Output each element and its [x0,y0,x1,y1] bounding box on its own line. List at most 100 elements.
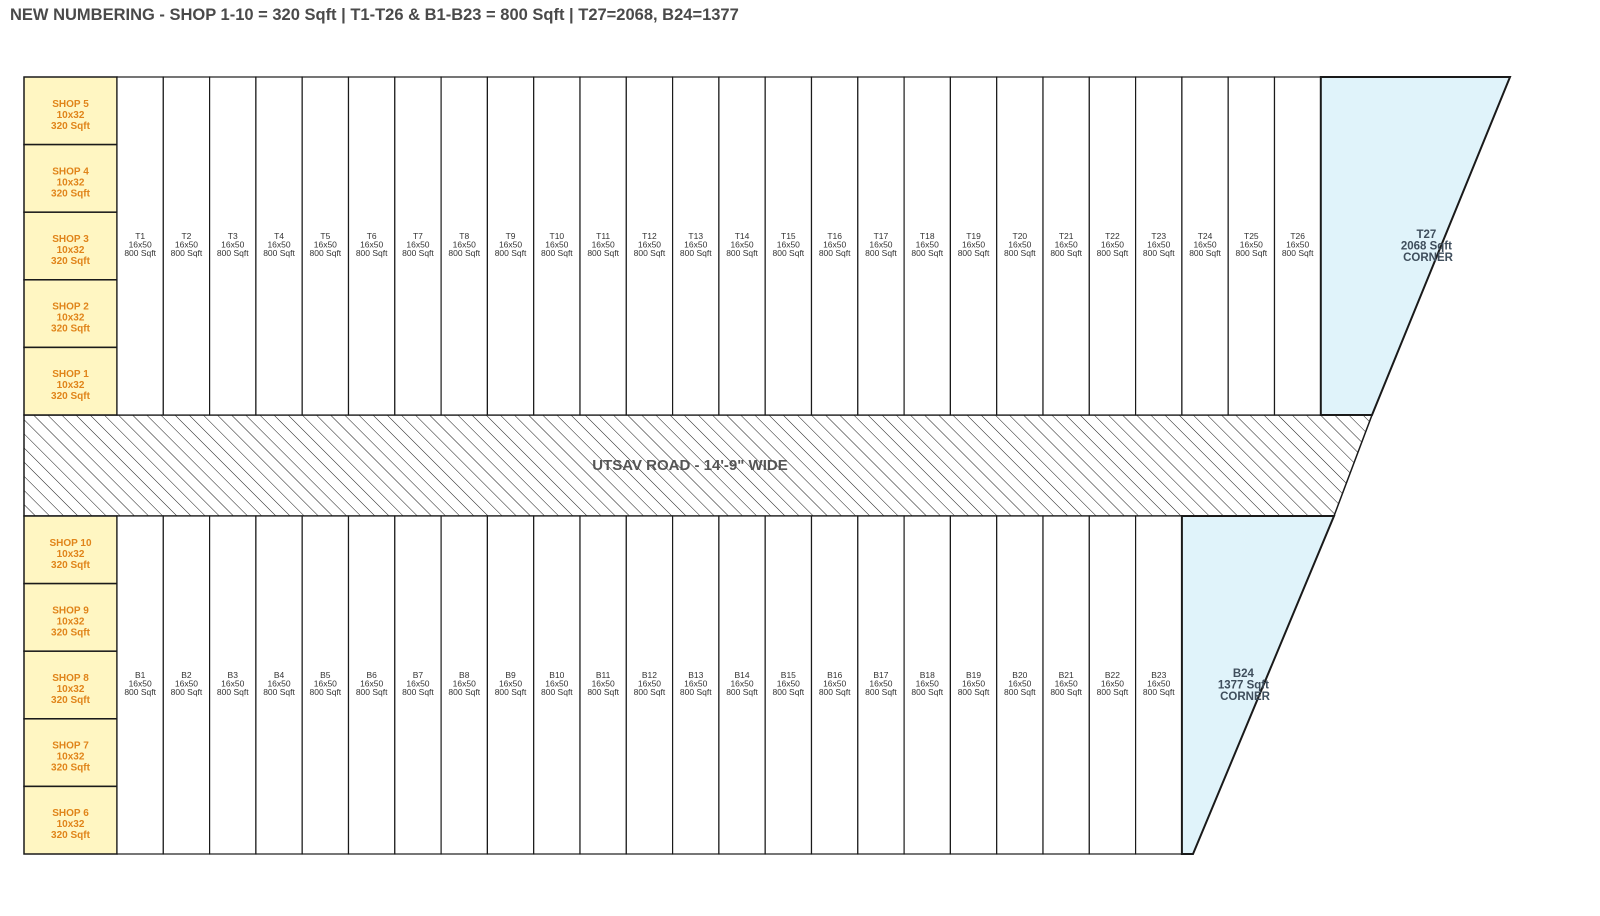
unit-box [162,76,211,416]
unit-area: 800 Sqft [495,248,527,258]
unit-size: 16x50 [314,679,337,689]
unit-box [949,76,998,416]
unit-box [764,76,813,416]
unit-box [486,515,535,855]
shop-area: 320 Sqft [51,256,91,267]
shop-area: 320 Sqft [51,324,91,335]
unit-name: T3 [228,231,238,241]
page-title: NEW NUMBERING - SHOP 1-10 = 320 Sqft | T… [10,6,739,24]
unit-size: 16x50 [221,240,244,250]
unit-size: 16x50 [823,679,846,689]
unit-area: 800 Sqft [263,687,295,697]
unit-box [857,515,905,855]
unit-size: 16x50 [1055,240,1078,250]
unit-name: T24 [1198,231,1213,241]
unit-size: 16x50 [916,240,939,250]
unit-area: 800 Sqft [495,687,527,697]
shop-box [23,346,118,416]
unit-name: B16 [827,670,842,680]
unit-name: B15 [781,670,796,680]
unit-area: 800 Sqft [726,687,758,697]
unit-box [857,76,905,416]
unit-area: 800 Sqft [865,248,897,258]
shop-name: SHOP 8 [52,673,89,684]
unit-area: 800 Sqft [819,248,851,258]
unit-size: 16x50 [360,240,383,250]
unit-name: T1 [135,231,145,241]
shop-name: SHOP 4 [52,166,89,177]
unit-name: T15 [781,231,796,241]
unit-size: 16x50 [777,240,800,250]
unit-box [1134,515,1183,855]
unit-name: T2 [181,231,191,241]
unit-box [486,76,535,416]
shop-name: SHOP 7 [52,741,89,752]
unit-area: 800 Sqft [1004,687,1036,697]
unit-name: T4 [274,231,284,241]
corner-b24-shape [1180,515,1336,855]
shop-size: 10x32 [57,177,85,188]
unit-box [996,76,1044,416]
unit-name: T7 [413,231,423,241]
unit-size: 16x50 [453,679,476,689]
shop-size: 10x32 [57,245,85,256]
unit-area: 800 Sqft [958,687,990,697]
unit-box [301,76,350,416]
shop-name: SHOP 6 [52,808,89,819]
corner-b24-note: CORNER [1220,691,1271,703]
unit-size: 16x50 [453,240,476,250]
unit-box [255,515,303,855]
unit-size: 16x50 [175,240,198,250]
unit-size: 16x50 [730,240,753,250]
unit-size: 16x50 [499,679,522,689]
shop-size: 10x32 [57,110,85,121]
unit-area: 800 Sqft [634,687,666,697]
unit-box [625,76,674,416]
shop-box [23,211,118,281]
corner-b24-area: 1377 Sqft [1218,680,1269,692]
unit-name: B23 [1151,670,1166,680]
unit-area: 800 Sqft [356,687,388,697]
unit-name: B9 [505,670,516,680]
unit-area: 800 Sqft [124,687,156,697]
unit-name: B8 [459,670,470,680]
